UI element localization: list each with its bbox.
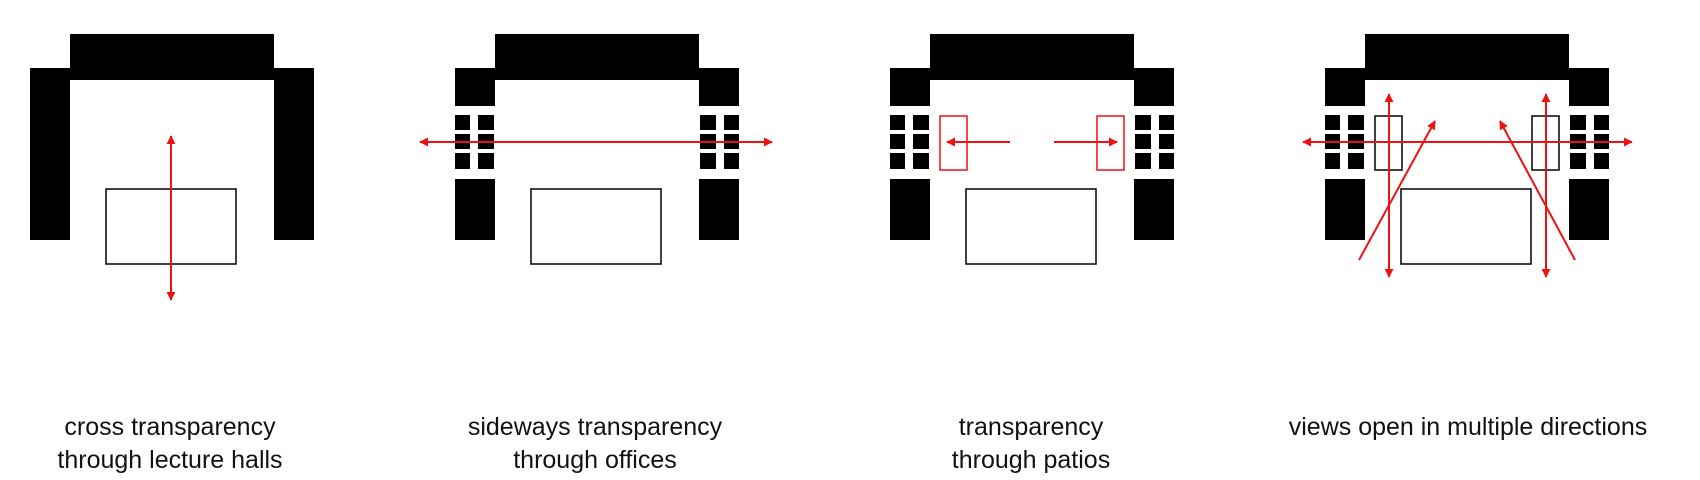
caption-multiple: views open in multiple directions xyxy=(1248,411,1688,444)
office-block xyxy=(724,153,739,169)
office-block-left-upper xyxy=(455,115,470,130)
caption-line: through offices xyxy=(513,446,677,474)
office-block xyxy=(1135,153,1151,169)
wing-right-lower xyxy=(699,179,739,240)
diagonal-view-arrow-left xyxy=(1358,120,1436,261)
caption-line: cross transparency xyxy=(64,413,276,441)
office-block xyxy=(1594,115,1609,130)
caption-line: views open in multiple directions xyxy=(1288,413,1648,441)
wing-left-lower xyxy=(455,179,495,240)
office-block xyxy=(1348,153,1364,169)
office-block xyxy=(890,153,905,169)
caption-cross: cross transparency through lecture halls xyxy=(0,411,390,477)
office-block xyxy=(913,115,929,130)
office-block xyxy=(1159,134,1174,149)
building-roof xyxy=(1325,34,1609,106)
wing-left-lower xyxy=(1325,179,1365,240)
caption-line: through lecture halls xyxy=(57,446,283,474)
office-block xyxy=(890,134,905,149)
wing-left-lower xyxy=(890,179,930,240)
office-block xyxy=(478,153,494,169)
office-block xyxy=(1594,153,1609,169)
building-roof xyxy=(890,34,1174,106)
caption-line: sideways transparency xyxy=(467,413,723,441)
panel-multiple xyxy=(1302,34,1633,278)
office-block xyxy=(478,115,494,130)
office-block xyxy=(455,153,470,169)
office-block xyxy=(724,115,739,130)
building-roof xyxy=(455,34,739,106)
diagonal-view-arrow-right xyxy=(1499,120,1576,261)
caption-sideways: sideways transparency through offices xyxy=(375,411,815,477)
office-block xyxy=(1348,115,1364,130)
office-block xyxy=(700,115,716,130)
office-block xyxy=(700,153,716,169)
lecture-hall xyxy=(965,188,1097,265)
office-block xyxy=(913,153,929,169)
lecture-hall xyxy=(1400,188,1532,265)
wing-right-lower xyxy=(1569,179,1609,240)
caption-line: through patios xyxy=(951,446,1111,474)
caption-patios: transparency through patios xyxy=(811,411,1251,477)
panel-cross xyxy=(30,34,314,301)
office-block xyxy=(1325,153,1340,169)
office-block xyxy=(913,134,929,149)
panel-sideways xyxy=(419,34,773,265)
panel-patios xyxy=(890,34,1174,265)
office-block xyxy=(1570,115,1586,130)
lecture-hall xyxy=(530,188,662,265)
wing-right-lower xyxy=(1134,179,1174,240)
office-block xyxy=(1135,115,1151,130)
office-block xyxy=(890,115,905,130)
office-block xyxy=(1159,153,1174,169)
building-shell xyxy=(30,34,314,240)
caption-line: transparency xyxy=(958,413,1104,441)
office-block xyxy=(1135,134,1151,149)
office-block xyxy=(1325,115,1340,130)
office-block xyxy=(1159,115,1174,130)
office-block xyxy=(1570,153,1586,169)
